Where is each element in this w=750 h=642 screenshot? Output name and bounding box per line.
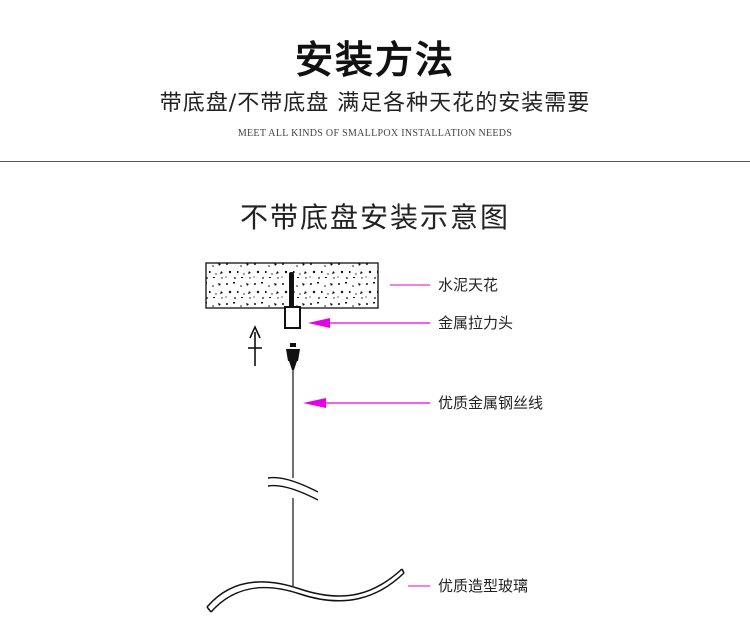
- label-metal-puller: 金属拉力头: [438, 314, 514, 332]
- wire-pointer-arrow: [303, 398, 430, 408]
- page-subtitle: 带底盘/不带底盘 满足各种天花的安装需要: [159, 91, 591, 116]
- header: 安装方法 带底盘/不带底盘 满足各种天花的安装需要 MEET ALL KINDS…: [0, 0, 750, 165]
- label-glass: 优质造型玻璃: [438, 577, 529, 595]
- glass-shape: [206, 568, 405, 613]
- wire-break-mark: [267, 476, 319, 501]
- page-subtitle-english: MEET ALL KINDS OF SMALLPOX INSTALLATION …: [237, 128, 513, 139]
- label-cement-ceiling: 水泥天花: [438, 276, 499, 294]
- insert-up-arrow-icon: [248, 325, 262, 366]
- puller-pointer-arrow: [308, 318, 430, 328]
- embedded-rod: [289, 272, 294, 308]
- header-divider: [0, 161, 750, 162]
- label-steel-wire: 优质金属钢丝线: [438, 394, 544, 412]
- diagram-title: 不带底盘安装示意图: [239, 201, 510, 234]
- metal-puller-head: [284, 306, 301, 329]
- page-title: 安装方法: [294, 38, 455, 82]
- wire-gripper: [286, 343, 300, 370]
